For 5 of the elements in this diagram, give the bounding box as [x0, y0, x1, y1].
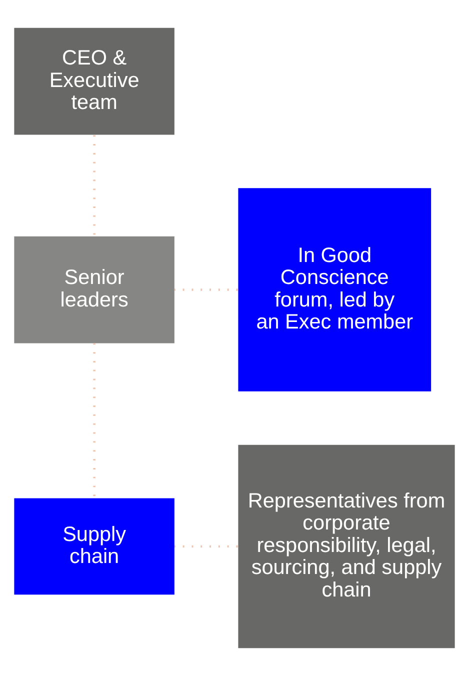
node-box: In Good Conscience forum, led by an Exec member — [238, 188, 432, 391]
node-box: Representatives from corporate responsibility, legal, sourcing, and supply chain — [238, 444, 455, 648]
node-box: Supply chain — [14, 498, 174, 594]
node-box: Senior leaders — [14, 236, 174, 343]
node-box: CEO & Executive team — [14, 27, 174, 134]
